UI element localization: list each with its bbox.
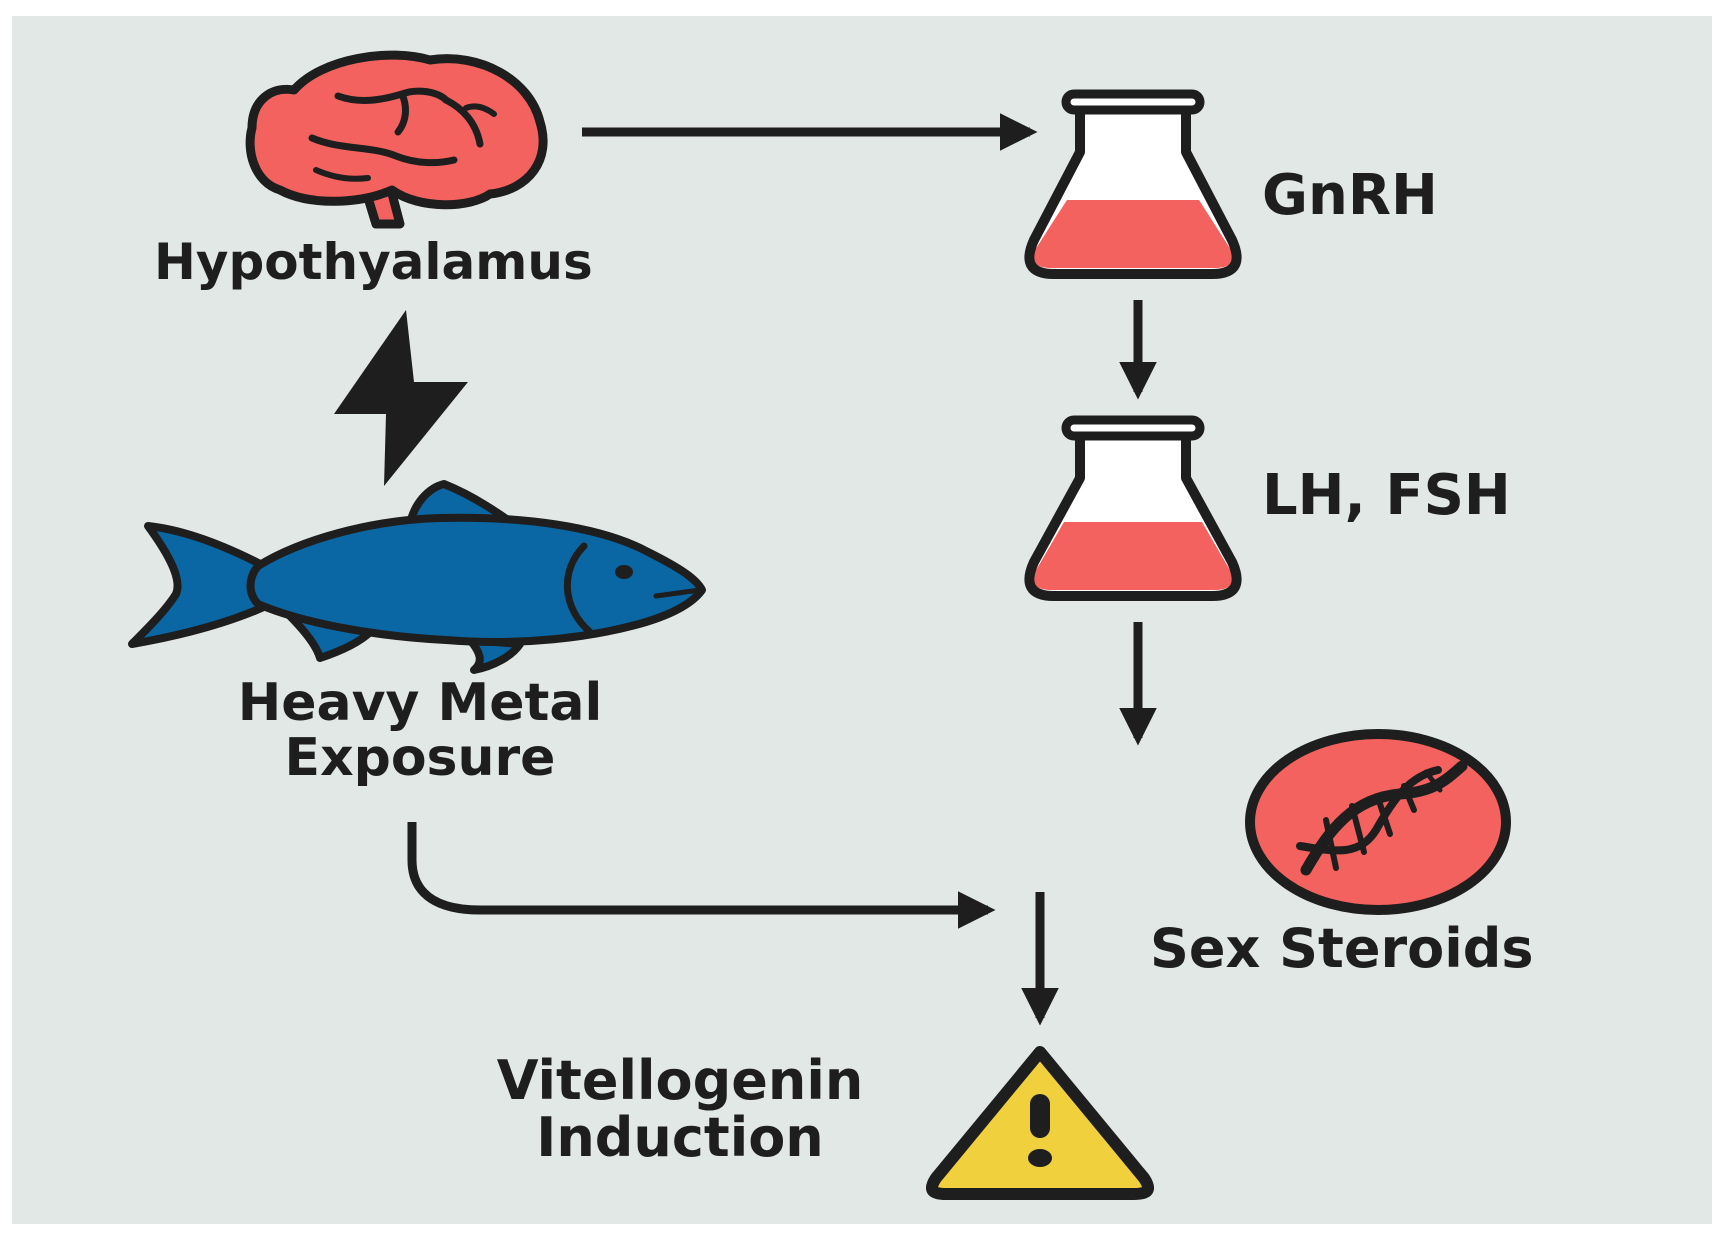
vitellogenin-label-line2: Induction: [536, 1106, 824, 1170]
sex-steroids-label: Sex Steroids: [1150, 917, 1534, 980]
heavy-metal-label-line1: Heavy Metal: [237, 673, 603, 733]
lh-fsh-label: LH, FSH: [1262, 463, 1511, 528]
heavy-metal-label-line2: Exposure: [284, 728, 556, 789]
lightning-bolt-icon: [334, 310, 468, 486]
vitellogenin-label-line1: Vitellogenin: [496, 1049, 864, 1112]
arrow-exposure-to-vitellogenin: [407, 822, 996, 929]
gnrh-label: GnRH: [1262, 163, 1438, 228]
hypothalamus-label: Hypothyalamus: [154, 233, 593, 291]
warning-triangle-icon: [925, 1046, 1155, 1200]
vitellogenin-induction-label: Vitellogenin Induction: [440, 1049, 920, 1170]
fish-icon: [128, 480, 706, 674]
dna-icon: [1245, 729, 1511, 915]
flask-icon-lh-fsh: [1024, 415, 1242, 601]
brain-icon: [245, 50, 548, 229]
flask-icon-gnrh: [1024, 89, 1242, 279]
heavy-metal-exposure-label: Heavy Metal Exposure: [180, 673, 660, 789]
